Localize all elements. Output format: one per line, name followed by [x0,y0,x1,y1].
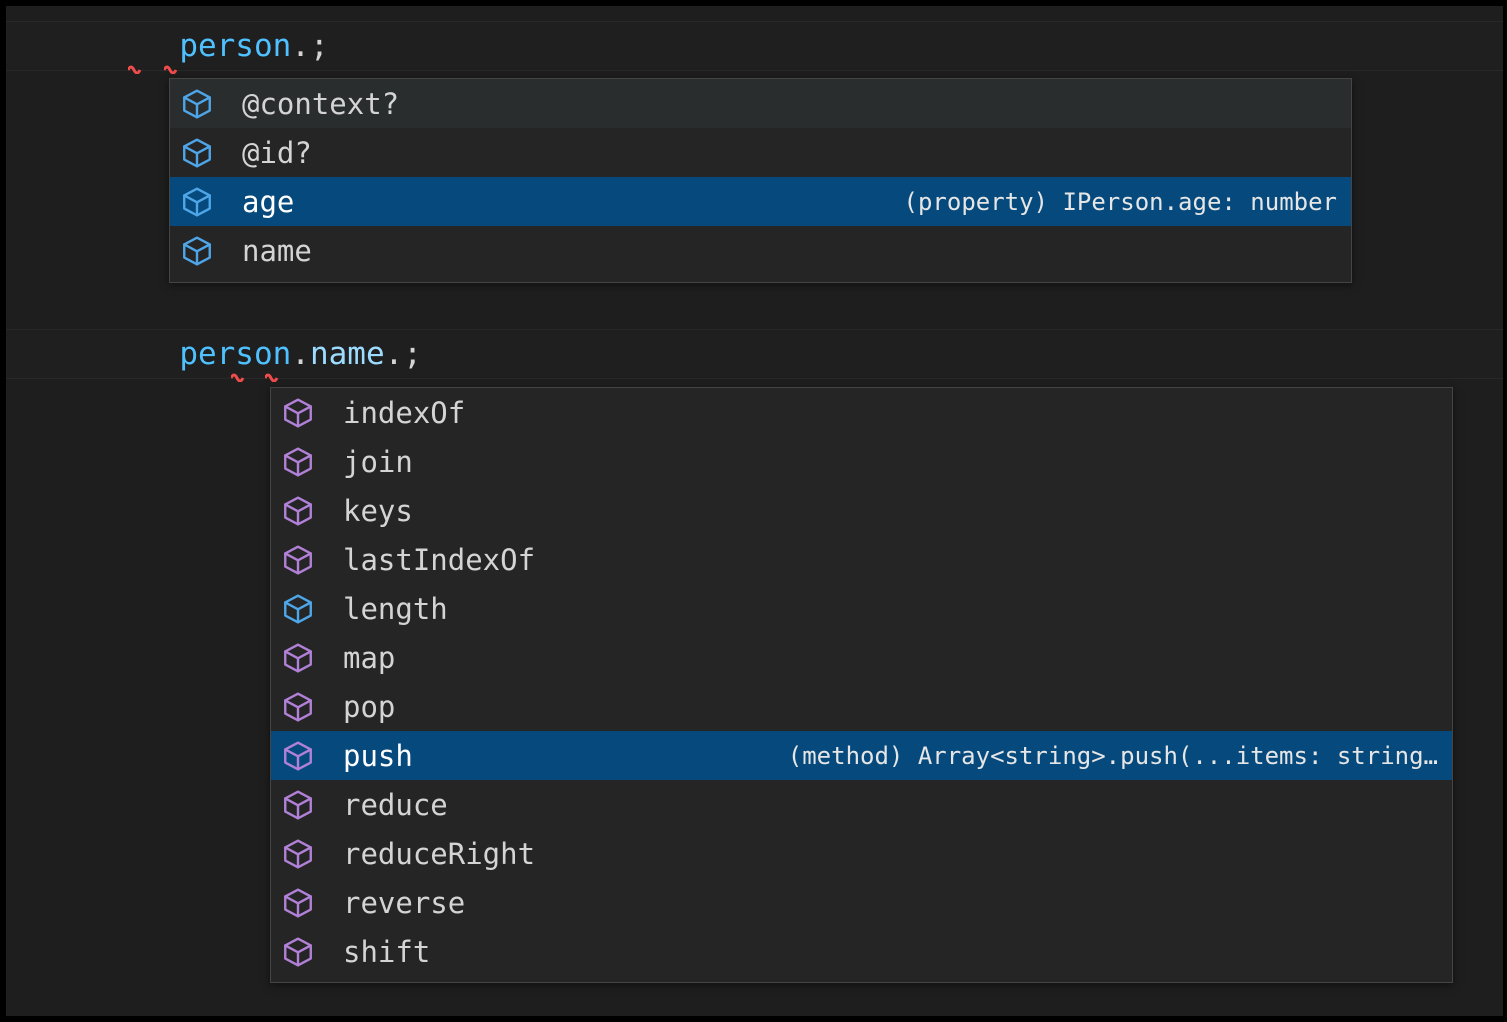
token-semicolon: ; [403,336,422,372]
suggest-item-lastindexof[interactable]: lastIndexOf [271,535,1452,584]
suggest-item-label: pop [343,689,396,724]
suggest-item-detail: (method) Array<string>.push(...items: st… [787,741,1438,770]
suggest-item-label: @context? [242,86,400,121]
code-line-1[interactable]: person.; [6,21,1503,74]
token-variable-person: person [179,336,292,372]
property-cube-icon [180,234,228,268]
method-cube-icon [281,837,329,871]
error-squiggle-icon [231,372,253,382]
suggest-item-label: length [343,591,448,626]
suggest-item-label: push [343,738,413,773]
suggest-item-reduce[interactable]: reduce [271,780,1452,829]
suggest-widget-person[interactable]: @context? @id? age (property) IPerson.age: … [169,78,1352,283]
code-line-2[interactable]: person.name.; [6,329,1503,382]
suggest-item-label: map [343,640,396,675]
method-cube-icon [281,739,329,773]
property-cube-icon [180,185,228,219]
suggest-item-keys[interactable]: keys [271,486,1452,535]
suggest-item-length[interactable]: length [271,584,1452,633]
suggest-item-label: reduceRight [343,836,536,871]
error-squiggle-icon [128,64,150,74]
token-dot: . [291,336,310,372]
suggest-item-label: reverse [343,885,466,920]
suggest-item-pop[interactable]: pop [271,682,1452,731]
method-cube-icon [281,641,329,675]
token-dot: . [291,28,310,64]
method-cube-icon [281,396,329,430]
suggest-item-label: indexOf [343,395,466,430]
suggest-item-label: reduce [343,787,448,822]
suggest-item-label: age [242,184,295,219]
error-squiggle-icon [265,372,287,382]
suggest-item-label: shift [343,934,431,969]
method-cube-icon [281,543,329,577]
suggest-item-map[interactable]: map [271,633,1452,682]
suggest-item-push[interactable]: push (method) Array<string>.push(...items… [271,731,1452,780]
suggest-item-label: name [242,233,312,268]
suggest-item-age[interactable]: age (property) IPerson.age: number [170,177,1351,226]
token-dot: . [384,336,404,372]
code-editor[interactable]: person.; @context? @id? age (property) IPer… [6,6,1503,1016]
suggest-item-reverse[interactable]: reverse [271,878,1452,927]
method-cube-icon [281,494,329,528]
suggest-item-indexof[interactable]: indexOf [271,388,1452,437]
suggest-item-shift[interactable]: shift [271,927,1452,976]
suggest-widget-array-methods[interactable]: indexOf join keys lastIndexOf length map pop pu… [270,387,1453,983]
suggest-item-label: keys [343,493,413,528]
method-cube-icon [281,886,329,920]
suggest-item-detail: (property) IPerson.age: number [903,187,1337,216]
suggest-item-label: lastIndexOf [343,542,536,577]
property-cube-icon [281,592,329,626]
error-squiggle-icon [164,64,186,74]
token-property-name: name [309,336,385,372]
code-line-1-text: person.; [30,6,329,97]
suggest-item-label: @id? [242,135,312,170]
code-line-2-text: person.name.; [30,303,422,405]
token-variable-person: person [179,28,292,64]
suggest-item-name[interactable]: name [170,226,1351,275]
property-cube-icon [180,87,228,121]
suggest-item-reduceright[interactable]: reduceRight [271,829,1452,878]
suggest-item-id[interactable]: @id? [170,128,1351,177]
method-cube-icon [281,788,329,822]
property-cube-icon [180,136,228,170]
suggest-item-join[interactable]: join [271,437,1452,486]
method-cube-icon [281,690,329,724]
suggest-item-context[interactable]: @context? [170,79,1351,128]
token-semicolon: ; [309,28,329,64]
method-cube-icon [281,445,329,479]
suggest-item-label: join [343,444,413,479]
method-cube-icon [281,935,329,969]
